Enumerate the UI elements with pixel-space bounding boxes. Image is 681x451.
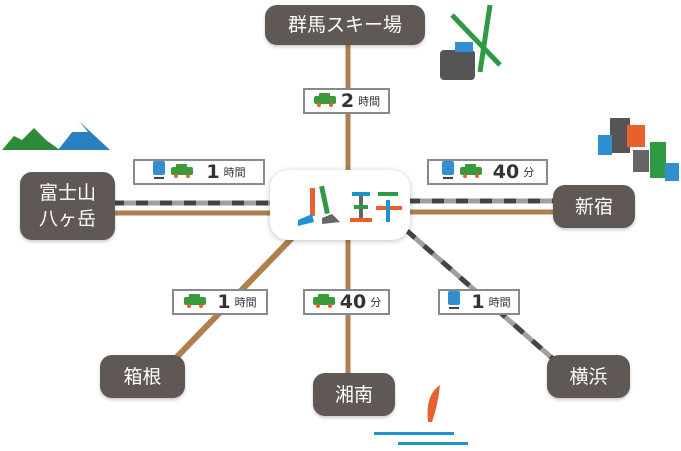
destination-shinjuku[interactable]: 新宿 — [553, 185, 635, 228]
train-icon — [447, 291, 461, 313]
destination-label-line2: 八ヶ岳 — [38, 208, 96, 230]
route-unit: 時間 — [234, 296, 257, 309]
route-unit: 時間 — [488, 296, 511, 309]
destination-gunma-ski[interactable]: 群馬スキー場 — [265, 5, 425, 45]
hachioji-logo — [270, 170, 410, 240]
route-unit: 分 — [523, 166, 535, 179]
route-unit: 時間 — [358, 95, 381, 108]
hachioji-logo-graphic — [298, 185, 402, 226]
destination-label-line1: 富士山 — [38, 182, 96, 204]
route-time: 40 — [339, 291, 367, 313]
destination-shonan[interactable]: 湘南 — [313, 373, 395, 416]
destination-fuji-yatsugatake[interactable]: 富士山 八ヶ岳 — [20, 172, 115, 240]
mountain-illustration — [2, 122, 110, 150]
route-time: 2 — [340, 90, 355, 112]
car-icon — [313, 92, 337, 111]
buildings-illustration — [598, 118, 679, 181]
train-icon — [152, 161, 166, 183]
car-icon — [170, 163, 194, 182]
destination-yokohama[interactable]: 横浜 — [547, 355, 630, 398]
route-unit: 時間 — [223, 166, 246, 179]
train-icon — [441, 161, 455, 183]
sailboat-illustration — [374, 385, 468, 445]
skier-illustration — [440, 4, 502, 80]
route-unit: 分 — [370, 296, 382, 309]
route-time: 1 — [206, 161, 220, 183]
route-time: 1 — [217, 291, 231, 313]
car-icon — [312, 293, 336, 312]
car-icon — [459, 163, 483, 182]
route-time: 40 — [492, 161, 520, 183]
car-icon — [183, 293, 207, 312]
route-time: 1 — [471, 291, 485, 313]
destination-hakone[interactable]: 箱根 — [100, 355, 185, 398]
